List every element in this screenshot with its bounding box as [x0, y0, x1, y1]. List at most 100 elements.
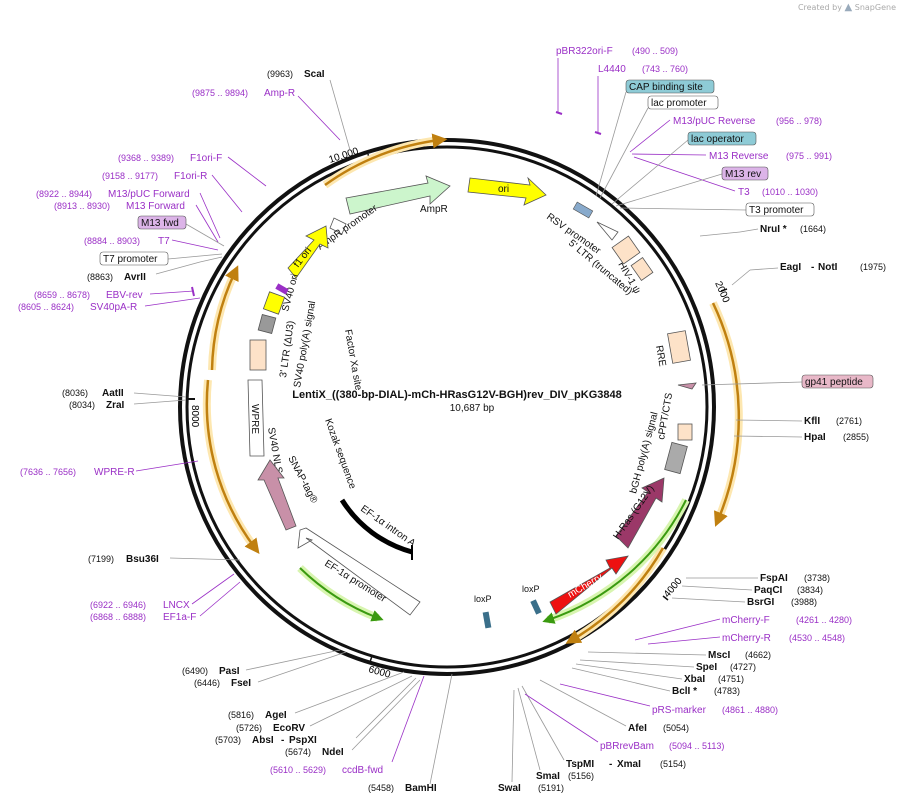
site-bcli[interactable]: BclI * (4783): [571, 667, 740, 697]
site-zrai[interactable]: (8034) ZraI: [69, 399, 187, 411]
site-hpai[interactable]: HpaI (2855): [733, 432, 869, 443]
site-pos: (4783): [714, 686, 740, 696]
svg-text:-: -: [609, 759, 612, 770]
site-name: PasI: [219, 666, 240, 677]
label-cap-binding-site[interactable]: CAP binding site: [595, 79, 715, 197]
feature-label: WPRE: [249, 404, 260, 434]
primer-pos: (8922 .. 8944): [36, 189, 92, 199]
site-name: XbaI: [684, 674, 705, 685]
site-bamhi[interactable]: (5458) BamHI: [368, 673, 453, 794]
site-pos: (6490): [182, 666, 208, 676]
feature-label: RRE: [653, 345, 668, 368]
site-name: EagI: [780, 262, 801, 273]
orf-arc: [210, 265, 239, 371]
site-scai[interactable]: (9963) ScaI: [267, 69, 351, 151]
site-absi-pspxi[interactable]: (5703) AbsI - PspXI: [215, 677, 417, 746]
site-paqci[interactable]: PaqCI (3834): [681, 585, 823, 596]
primer-name: Amp-R: [264, 88, 295, 99]
site-name: PaqCI: [754, 585, 783, 596]
primer-m13-puc-forward[interactable]: (8922 .. 8944) M13/pUC Forward: [36, 189, 221, 239]
label-m13-rev[interactable]: M13 rev: [615, 166, 769, 207]
site-aatii[interactable]: (8036) AatII: [62, 388, 187, 399]
site-pos: (8863): [87, 272, 113, 282]
orf-arc: [542, 499, 687, 624]
brand-name: SnapGene: [854, 3, 896, 12]
site-pasi[interactable]: (6490) PasI: [182, 649, 341, 677]
primer-pbrrevbam[interactable]: pBRrevBam (5094 .. 5113): [524, 693, 724, 752]
primer-pos: (4861 .. 4880): [722, 705, 778, 715]
site-pos: (3738): [804, 573, 830, 583]
primer-pos: (5610 .. 5629): [270, 765, 326, 775]
primer-pos: (5094 .. 5113): [669, 741, 724, 751]
site-nrui[interactable]: NruI * (1664): [699, 224, 826, 237]
primer-wpre-r[interactable]: (7636 .. 7656) WPRE-R: [20, 460, 199, 478]
primer-ef1a-f[interactable]: (6868 .. 6888) EF1a-F: [90, 581, 241, 623]
primer-amp-r[interactable]: (9875 .. 9894) Amp-R: [192, 88, 341, 141]
feature-gp41: [677, 382, 697, 390]
site-fspai[interactable]: FspAI (3738): [686, 573, 830, 584]
label-t7-promoter[interactable]: T7 promoter: [99, 251, 223, 266]
primer-lncx[interactable]: (6922 .. 6946) LNCX: [90, 573, 235, 611]
site-avrii[interactable]: (8863) AvrII: [87, 256, 223, 283]
boxed-label: CAP binding site: [629, 82, 703, 93]
site-ecorv[interactable]: (5726) EcoRV: [236, 675, 413, 734]
site-xbai[interactable]: XbaI (4751): [575, 663, 744, 685]
feature-wpre: [247, 379, 265, 457]
site-msci[interactable]: MscI (4662): [587, 650, 771, 661]
primer-mcherry-r[interactable]: mCherry-R (4530 .. 4548): [647, 633, 845, 645]
site-pos: (1664): [800, 224, 826, 234]
primer-f1ori-f[interactable]: (9368 .. 9389) F1ori-F: [118, 153, 267, 187]
site-name: MscI: [708, 650, 730, 661]
site-name: NotI: [818, 262, 838, 273]
feature-label: AmpR: [420, 204, 448, 215]
feature-sv40-ori: [262, 291, 286, 315]
feature-rre: [667, 330, 691, 364]
site-pos: (6446): [194, 678, 220, 688]
site-swai[interactable]: SwaI (5191): [498, 689, 564, 794]
primer-sv40pa-r[interactable]: (8605 .. 8624) SV40pA-R: [18, 297, 201, 313]
primer-l4440[interactable]: L4440 (743 .. 760): [594, 64, 688, 135]
label-lac-operator[interactable]: lac operator: [611, 131, 757, 205]
primer-ebv-rev[interactable]: (8659 .. 8678) EBV-rev: [34, 286, 195, 301]
site-eagi-noti[interactable]: EagI - NotI (1975): [731, 262, 886, 286]
site-name: TspMI: [566, 759, 594, 770]
primer-f1ori-r[interactable]: (9158 .. 9177) F1ori-R: [102, 171, 243, 213]
site-bsrgi[interactable]: BsrGI (3988): [671, 597, 817, 608]
primer-m13-forward[interactable]: (8913 .. 8930) M13 Forward: [54, 201, 219, 243]
boxed-label: gp41 peptide: [805, 377, 863, 388]
site-agei[interactable]: (5816) AgeI: [228, 671, 405, 721]
site-tspmi-xmai[interactable]: TspMI - XmaI (5154): [521, 685, 686, 770]
primer-mcherry-f[interactable]: mCherry-F (4261 .. 4280): [634, 615, 852, 641]
primer-prs-marker[interactable]: pRS-marker (4861 .. 4880): [559, 683, 778, 716]
site-pos: (4727): [730, 662, 756, 672]
feature-label: ori: [498, 184, 509, 195]
site-fsei[interactable]: (6446) FseI: [194, 651, 347, 689]
site-name: AvrII: [124, 272, 146, 283]
primer-pbr322ori-f[interactable]: pBR322ori-F (490 .. 509): [555, 46, 678, 115]
site-pos: (5703): [215, 735, 241, 745]
primer-pos: (6868 .. 6888): [90, 612, 146, 622]
label-t3-promoter[interactable]: T3 promoter: [619, 202, 815, 217]
primer-m13-puc-reverse[interactable]: M13/pUC Reverse (956 .. 978): [629, 116, 822, 153]
primer-ccdb-fwd[interactable]: (5610 .. 5629) ccdB-fwd: [270, 675, 425, 776]
primer-pos: (9875 .. 9894): [192, 88, 248, 98]
snapgene-brand: Created by ▲ SnapGene: [798, 2, 896, 13]
label-lac-promoter[interactable]: lac promoter: [599, 95, 719, 199]
label-gp41-peptide[interactable]: gp41 peptide: [701, 374, 874, 389]
site-smai[interactable]: SmaI (5156): [517, 687, 594, 782]
site-afei[interactable]: AfeI (5054): [539, 679, 689, 734]
primer-m13-reverse[interactable]: M13 Reverse (975 .. 991): [631, 151, 832, 162]
primer-t7[interactable]: (8884 .. 8903) T7: [84, 236, 219, 251]
primer-t3[interactable]: T3 (1010 .. 1030): [633, 156, 818, 198]
label-m13-fwd[interactable]: M13 fwd: [137, 215, 225, 247]
snapgene-logo-icon: ▲: [844, 2, 853, 13]
feature-bgh-polya: [664, 441, 688, 475]
site-spei[interactable]: SpeI (4727): [579, 659, 756, 673]
site-bsu36i[interactable]: (7199) Bsu36I: [88, 554, 241, 565]
site-pos: (5816): [228, 710, 254, 720]
site-kfli[interactable]: KflI (2761): [735, 416, 862, 427]
primer-pos: (4530 .. 4548): [789, 633, 845, 643]
site-ndei[interactable]: (5674) NdeI: [285, 679, 421, 758]
primer-pos: (7636 .. 7656): [20, 467, 76, 477]
site-pos: (4751): [718, 674, 744, 684]
